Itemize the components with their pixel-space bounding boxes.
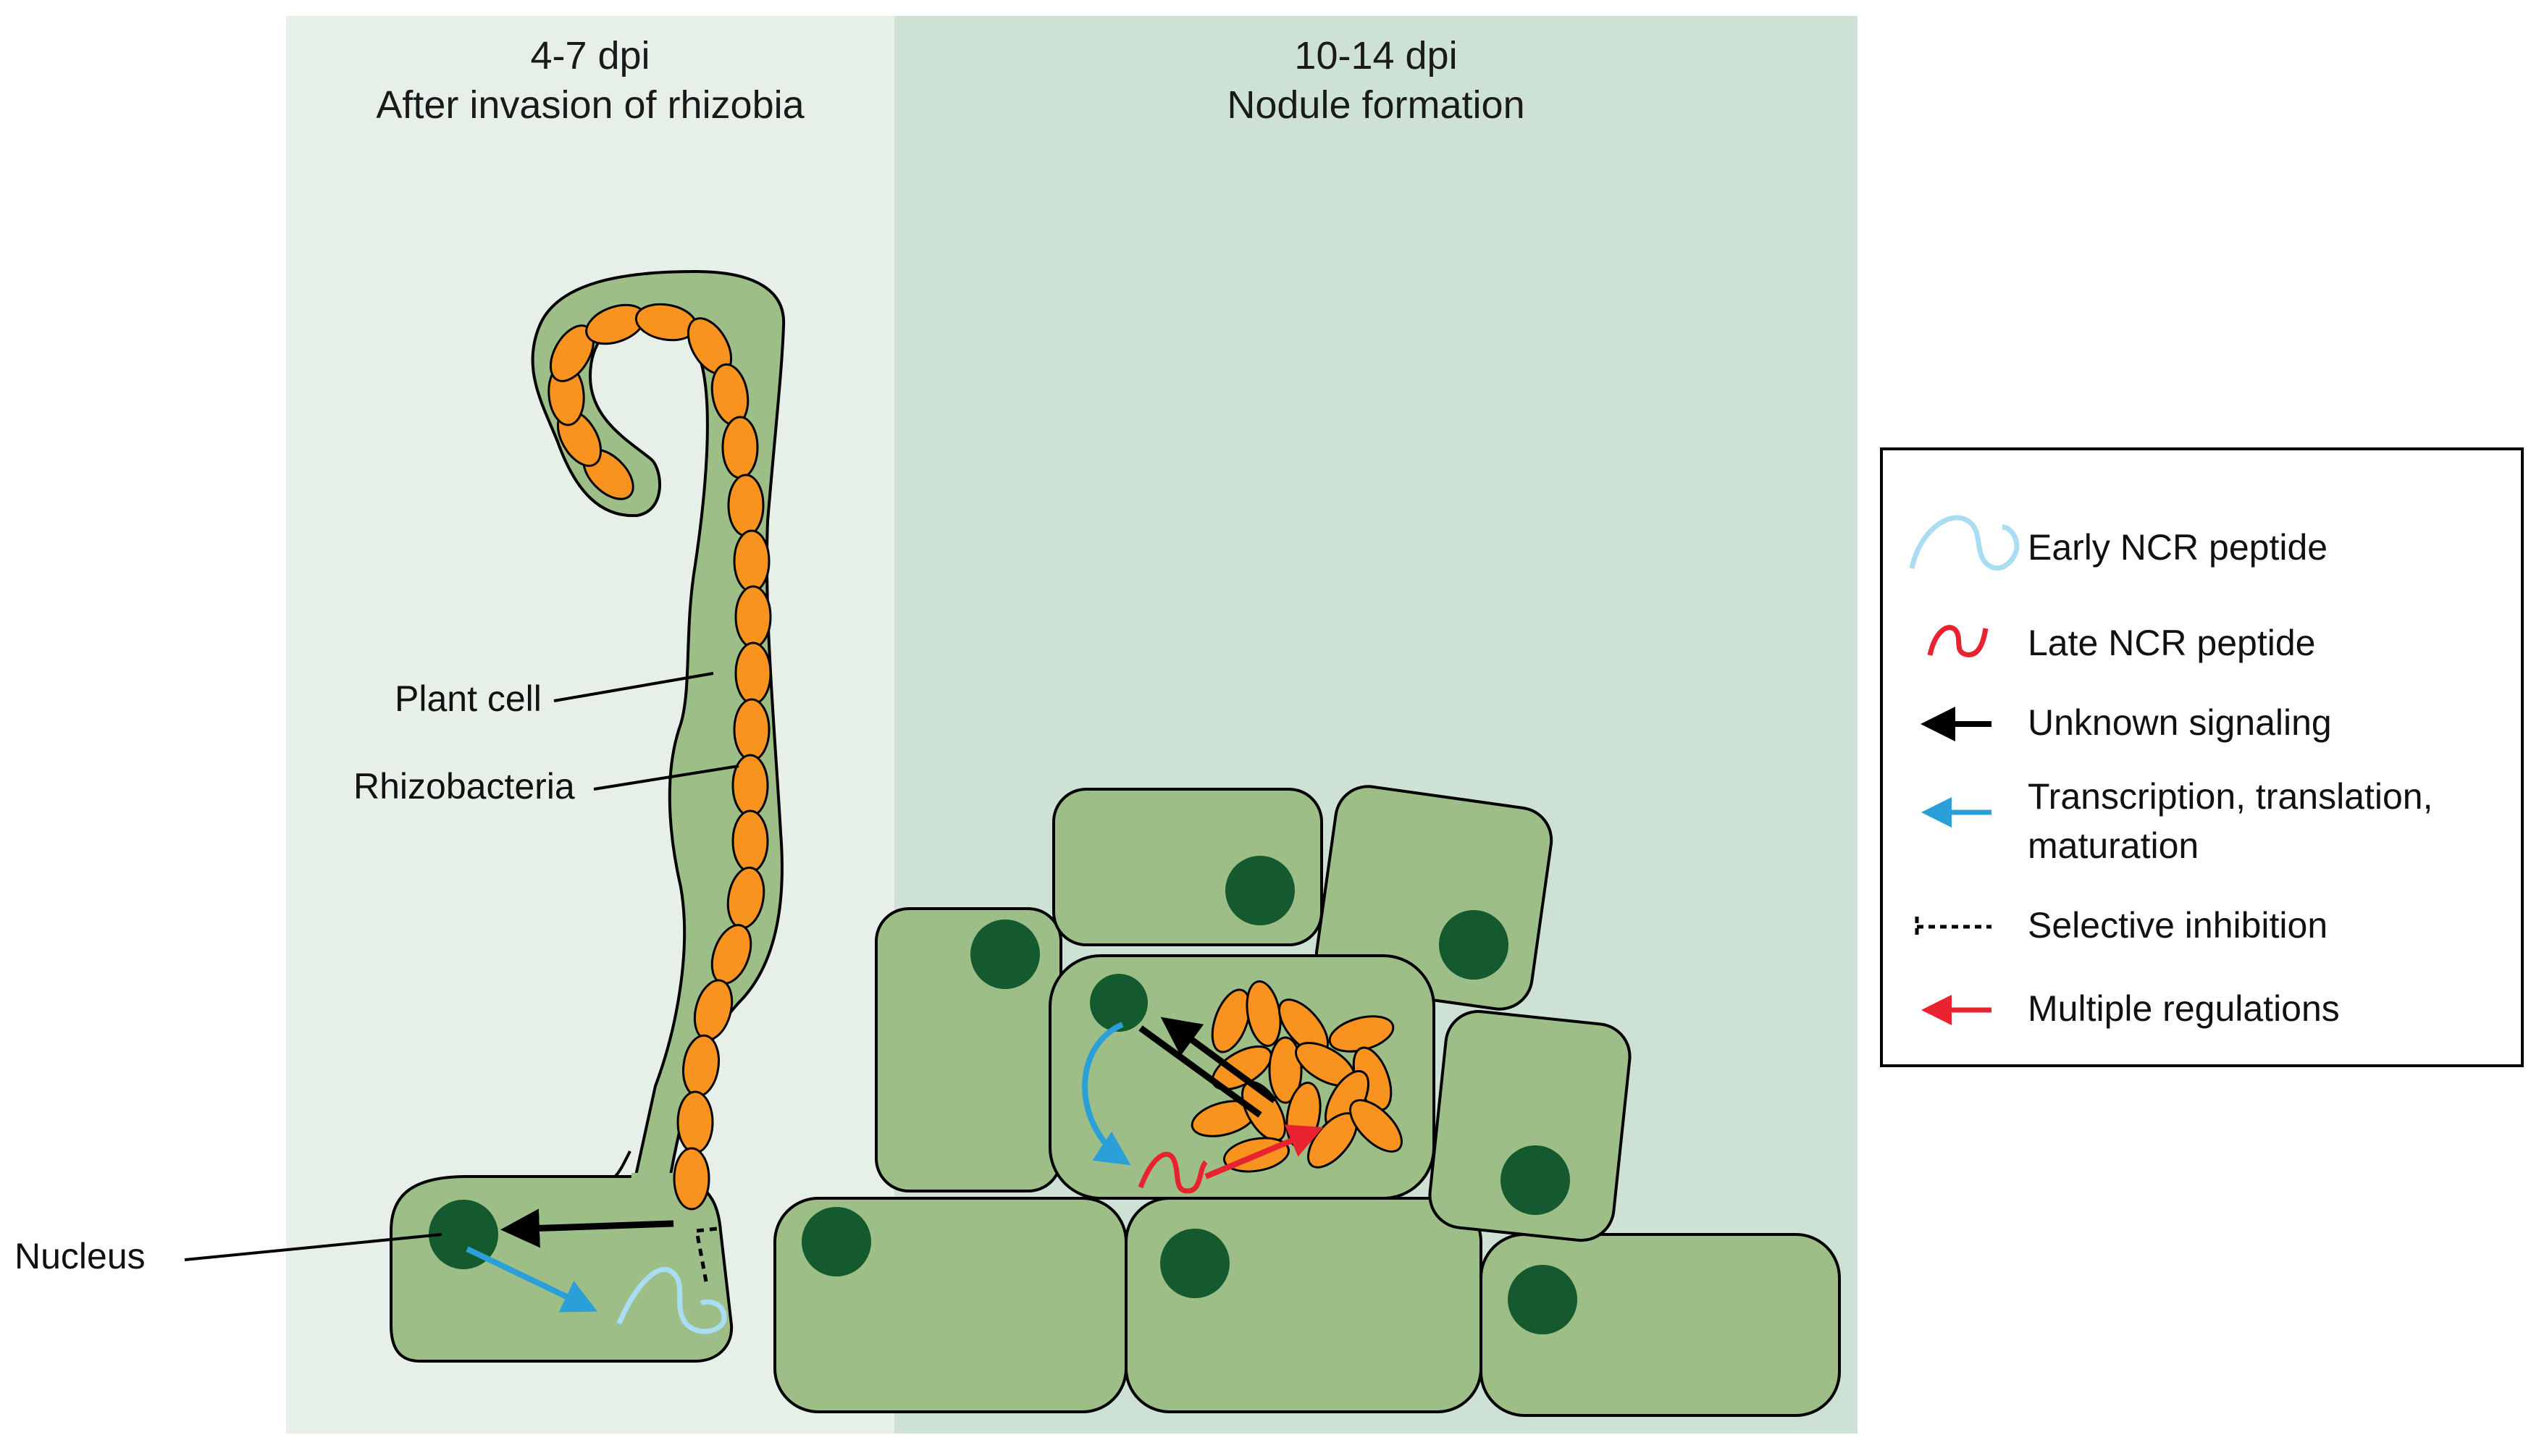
legend: Early NCR peptide Late NCR peptide Unkno… <box>1880 447 2524 1067</box>
right-transcription-arrow <box>1082 1022 1131 1166</box>
left-early-ncr-peptide <box>616 1266 727 1334</box>
nodule-nuclei <box>802 856 1577 1334</box>
legend-transcription-label-line1: Transcription, translation, <box>2028 776 2433 817</box>
legend-selective-inhibition-label: Selective inhibition <box>2028 905 2328 946</box>
right-late-ncr-peptide <box>1138 1151 1208 1194</box>
left-panel-title-time: 4-7 dpi <box>530 34 650 77</box>
legend-late-ncr-label: Late NCR peptide <box>2028 623 2315 663</box>
legend-transcription-label-line2: maturation <box>2028 825 2199 866</box>
legend-box <box>1880 447 2524 1067</box>
left-nucleus <box>429 1200 498 1269</box>
right-unknown-signaling-arrows <box>1141 1021 1277 1118</box>
left-unknown-signaling-arrow <box>500 1208 674 1248</box>
rhizobacteria-chain <box>547 303 772 1211</box>
right-multiple-regulations-arrow <box>1204 1124 1324 1179</box>
legend-multiple-regulations-label: Multiple regulations <box>2028 988 2340 1029</box>
plant-cell-leader <box>553 672 714 702</box>
nucleus-leader <box>184 1233 442 1261</box>
left-selective-inhibition <box>694 1226 718 1282</box>
rhizobacteria-label: Rhizobacteria <box>353 766 575 807</box>
left-panel-title-stage: After invasion of rhizobia <box>376 83 805 127</box>
legend-early-ncr-label: Early NCR peptide <box>2028 527 2328 568</box>
plant-cell-label: Plant cell <box>395 678 542 719</box>
rhizobacteria-leader <box>593 765 739 791</box>
late-ncr-peptide-icon <box>1927 625 1989 657</box>
nucleus-label: Nucleus <box>14 1236 146 1276</box>
right-panel-title-time: 10-14 dpi <box>1294 34 1457 77</box>
right-panel-title-stage: Nodule formation <box>1227 83 1524 127</box>
early-ncr-peptide-icon <box>1909 515 2020 571</box>
left-transcription-arrow <box>466 1246 598 1313</box>
legend-unknown-signaling-label: Unknown signaling <box>2028 702 2332 743</box>
dashed-inhibition-icon <box>1915 917 1991 937</box>
